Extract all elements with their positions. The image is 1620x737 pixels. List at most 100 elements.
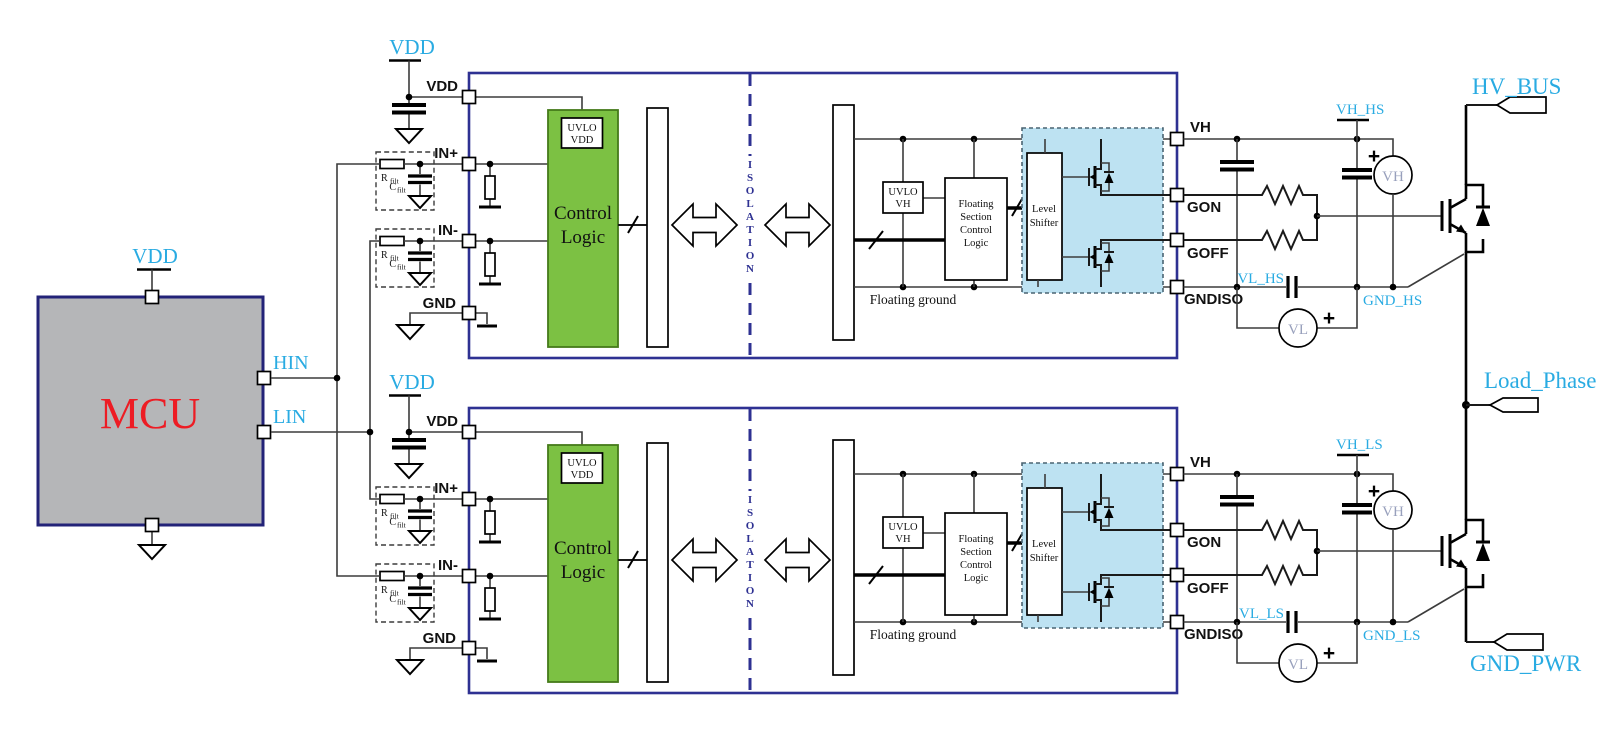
isolation-barrier: I S O L A T I O N	[618, 74, 855, 356]
mosfet-icon	[1062, 239, 1171, 287]
resistor-icon	[484, 175, 496, 200]
pin-gon	[1169, 187, 1185, 203]
mcu-pin-gnd	[144, 517, 160, 533]
gate-drive-network: VH + VL +	[1183, 118, 1413, 348]
mcu-title: MCU	[100, 389, 200, 438]
svg-text:Shifter: Shifter	[1030, 218, 1059, 229]
svg-text:T: T	[746, 224, 754, 236]
gnd-ls-label: GND_LS	[1363, 628, 1421, 644]
level-shifter-block	[1026, 152, 1063, 281]
driver-package-outline	[467, 71, 1179, 360]
svg-text:VL: VL	[1288, 322, 1308, 338]
resistor-icon	[1183, 216, 1318, 252]
ground-icon	[406, 195, 434, 210]
vh-hs-label: VH_HS	[1336, 102, 1384, 118]
gate-driver-low-side	[374, 368, 1414, 695]
power-stage: HV_BUS Load_Phase GND_PWR	[1317, 74, 1596, 676]
resistor-icon	[379, 158, 405, 170]
gnd-pwr-label: GND_PWR	[1470, 651, 1582, 676]
load-phase-label: Load_Phase	[1484, 368, 1596, 393]
resistor-icon	[484, 252, 496, 277]
svg-text:A: A	[746, 211, 754, 223]
vl-ls-label: VL_LS	[1239, 606, 1284, 622]
svg-text:I: I	[748, 159, 752, 171]
lin-rail	[369, 240, 380, 500]
svg-text:GNDISO: GNDISO	[1184, 291, 1244, 308]
floating-section-control-logic: Floating Section Control Logic	[854, 139, 1027, 287]
input-pulldowns	[475, 160, 548, 286]
igbt-icon	[1440, 183, 1490, 254]
vh-ls-label: VH_LS	[1336, 437, 1383, 453]
net-connector-icon	[1492, 633, 1544, 651]
svg-text:C: C	[389, 259, 396, 270]
diode-icon	[1476, 207, 1490, 226]
ground-bar-icon	[479, 205, 501, 286]
svg-text:VDD: VDD	[426, 78, 458, 95]
body-diode-icon	[1104, 252, 1114, 263]
svg-text:+: +	[1368, 145, 1380, 168]
mcu-vdd-net-label: VDD	[132, 244, 178, 268]
ground-icon	[394, 324, 426, 341]
vl-hs-label: VL_HS	[1237, 271, 1284, 287]
svg-text:Control: Control	[960, 225, 992, 236]
ground-icon	[393, 128, 425, 145]
svg-text:VDD: VDD	[571, 135, 594, 146]
gnd-pin-network	[394, 312, 497, 341]
uvlo-vh-block: UVLO VH	[882, 139, 945, 287]
diode-icon	[1476, 542, 1490, 561]
svg-text:R: R	[381, 250, 388, 261]
net-connector-icon	[1495, 96, 1547, 114]
svg-text:VH: VH	[1190, 119, 1211, 136]
coupler-left	[646, 107, 669, 348]
svg-text:filt: filt	[397, 263, 407, 272]
hin-rail	[336, 163, 380, 577]
emitter-arrow	[1456, 559, 1466, 568]
igbt-icon	[1440, 518, 1490, 589]
svg-text:Level: Level	[1032, 204, 1056, 215]
bus-slash-icon	[627, 215, 639, 234]
svg-text:VH: VH	[1382, 169, 1404, 185]
junction-dot	[366, 428, 374, 436]
mosfet-icon	[1062, 139, 1171, 196]
driver-pins: VDD IN+ IN- GND VH GON GOFF GNDISO	[423, 78, 1244, 321]
filter-network-in-minus: R filt C filt	[375, 228, 462, 288]
pin-gnd	[461, 305, 477, 321]
svg-text:GON: GON	[1187, 199, 1221, 216]
svg-text:O: O	[746, 250, 755, 262]
svg-text:O: O	[746, 185, 755, 197]
gate-wires	[1317, 215, 1442, 552]
ground-icon	[406, 272, 434, 287]
coupler-right	[832, 104, 855, 341]
svg-text:N: N	[746, 263, 754, 275]
output-stage-region: Level Shifter	[1021, 127, 1171, 294]
hin-net-label: HIN	[273, 352, 309, 374]
svg-text:VH: VH	[895, 199, 911, 210]
input-routing	[271, 163, 380, 577]
svg-text:+: +	[1323, 307, 1335, 330]
pin-vh	[1169, 131, 1185, 147]
svg-text:I: I	[748, 237, 752, 249]
gate-driver-high-side: VDD R filt C filt R filt	[375, 35, 1413, 360]
capacitor-icon	[1342, 168, 1372, 180]
svg-text:Floating: Floating	[958, 199, 994, 210]
svg-text:GOFF: GOFF	[1187, 245, 1229, 262]
svg-text:L: L	[746, 198, 753, 210]
svg-text:Section: Section	[960, 212, 992, 223]
resistor-icon	[379, 235, 405, 247]
junction-dot	[405, 93, 413, 101]
svg-text:IN-: IN-	[438, 222, 458, 239]
svg-text:IN+: IN+	[434, 145, 458, 162]
voltage-source-icon	[1278, 308, 1318, 348]
svg-text:Control: Control	[554, 203, 612, 224]
bus-slash-icon	[868, 230, 884, 250]
svg-text:C: C	[389, 182, 396, 193]
body-diode-icon	[1104, 172, 1114, 183]
svg-text:Logic: Logic	[964, 238, 989, 249]
svg-text:filt: filt	[397, 186, 407, 195]
svg-text:R: R	[381, 173, 388, 184]
capacitor-icon	[408, 174, 432, 185]
emitter-kelvin-wires	[1407, 253, 1465, 623]
signal-arrow-icon	[763, 201, 832, 249]
svg-text:filt: filt	[390, 177, 400, 186]
